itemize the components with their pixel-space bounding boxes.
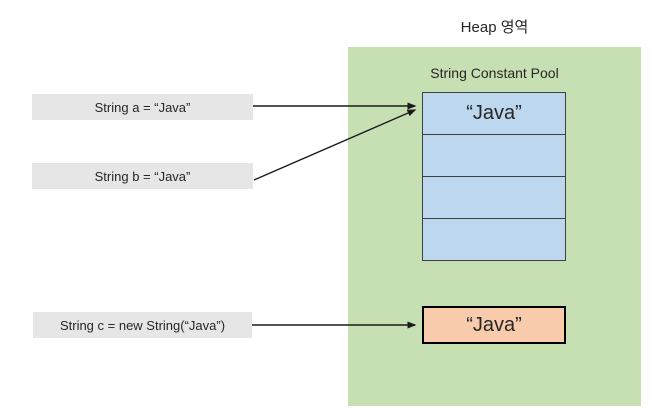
pool-cell-empty-3 [423, 218, 565, 260]
new-string-object-box: “Java” [422, 306, 566, 344]
pool-cell-empty-1 [423, 134, 565, 176]
pool-cell-empty-2 [423, 176, 565, 218]
variable-box-string-a: String a = “Java” [32, 94, 253, 120]
pool-cell-java: “Java” [466, 102, 522, 124]
heap-area-title: Heap 영역 [460, 19, 529, 36]
string-constant-pool-table: “Java” [422, 92, 566, 261]
variable-box-string-c: String c = new String(“Java”) [33, 312, 252, 338]
string-constant-pool-title: String Constant Pool [430, 65, 559, 81]
variable-box-string-b: String b = “Java” [32, 163, 253, 189]
